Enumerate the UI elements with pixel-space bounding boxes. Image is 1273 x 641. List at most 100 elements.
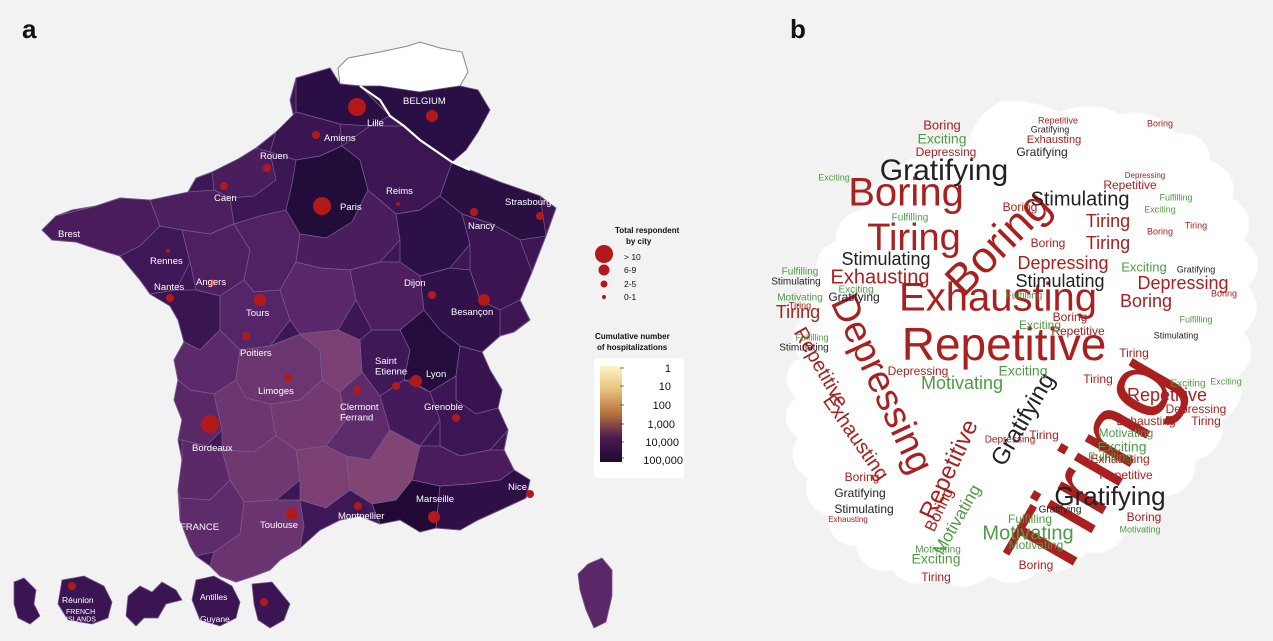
word-cloud-term: Exciting bbox=[1170, 379, 1205, 390]
word-cloud-term: Boring bbox=[1053, 310, 1088, 324]
word-cloud-term: Fulfilling bbox=[1008, 512, 1052, 526]
word-cloud-term: Motivating bbox=[1099, 426, 1154, 440]
city-label-tours: Tours bbox=[246, 308, 269, 319]
word-cloud-term: Fulfilling bbox=[1006, 291, 1043, 302]
respondent-marker bbox=[220, 182, 228, 190]
word-cloud-term: Repetitive bbox=[1127, 385, 1207, 405]
respondent-marker bbox=[470, 208, 478, 216]
border-line bbox=[359, 85, 471, 172]
respondent-marker bbox=[313, 197, 331, 215]
word-cloud-term: Repetitive bbox=[902, 318, 1107, 370]
word-cloud-term: Exhausting bbox=[1027, 134, 1081, 146]
respondent-marker bbox=[478, 294, 490, 306]
city-label-nantes: Nantes bbox=[154, 282, 184, 293]
legend-item-label: > 10 bbox=[624, 252, 641, 262]
word-cloud-term: Motivating bbox=[982, 522, 1073, 544]
word-cloud-term: Depressing bbox=[1125, 171, 1165, 180]
word-cloud-term: Stimulating bbox=[1015, 271, 1104, 291]
word-cloud-term: Exciting bbox=[1019, 318, 1061, 332]
word-cloud-term: Depressing bbox=[1166, 402, 1227, 416]
word-cloud-term: Tiring bbox=[776, 302, 820, 322]
word-cloud-term: Repetitive bbox=[1099, 468, 1153, 482]
color-scale-ticks bbox=[620, 367, 624, 459]
word-cloud-term: Gratifying bbox=[1016, 145, 1067, 159]
word-cloud-term: Stimulating bbox=[1154, 330, 1199, 340]
respondent-marker bbox=[260, 598, 268, 606]
word-cloud-term: Exciting bbox=[1144, 204, 1176, 214]
legend-item-label: 2-5 bbox=[624, 279, 637, 289]
word-cloud-term: Tiring bbox=[867, 217, 961, 259]
respondent-marker bbox=[354, 502, 362, 510]
city-label-lille: Lille bbox=[367, 118, 384, 129]
overseas-label-reunion: Réunion bbox=[62, 595, 94, 605]
city-label-nancy: Nancy bbox=[468, 221, 495, 232]
city-label-rennes: Rennes bbox=[150, 256, 183, 267]
word-cloud-term: Stimulating bbox=[779, 343, 828, 354]
country-label-france: FRANCE bbox=[180, 522, 219, 533]
word-cloud-term: Tiring bbox=[1029, 428, 1059, 442]
word-cloud-term: Exciting bbox=[1210, 376, 1242, 386]
word-cloud-term: Gratifying bbox=[834, 486, 885, 500]
respondent-marker bbox=[428, 511, 440, 523]
word-cloud-star-shape bbox=[785, 101, 1259, 587]
city-label-brest: Brest bbox=[58, 229, 81, 240]
word-cloud-term: Fulfilling bbox=[892, 213, 929, 224]
respondent-marker bbox=[286, 508, 298, 520]
word-cloud-term: Stimulating bbox=[1031, 188, 1130, 210]
legend-item-label: 0-1 bbox=[624, 292, 637, 302]
color-scale-tick-label: 10,000 bbox=[645, 437, 679, 449]
word-cloud-term: Motivating bbox=[777, 293, 823, 304]
word-cloud-term: Tiring bbox=[1191, 414, 1221, 428]
respondent-marker bbox=[426, 110, 438, 122]
word-cloud-term: Exciting bbox=[998, 363, 1047, 379]
respondent-marker bbox=[348, 98, 366, 116]
city-label-strasbourg: Strasbourg bbox=[505, 197, 551, 208]
legend-marker-small bbox=[600, 280, 608, 288]
map-regions bbox=[41, 67, 547, 583]
word-cloud-term: Tiring bbox=[1119, 346, 1149, 360]
overseas-label-guyane: Guyane bbox=[200, 614, 230, 624]
respondent-marker bbox=[242, 332, 250, 340]
word-cloud-term: Repetitive bbox=[1103, 178, 1157, 192]
word-cloud-term: Gratifying bbox=[1054, 481, 1165, 511]
respondent-markers bbox=[68, 98, 544, 606]
legend-marker-large bbox=[595, 245, 613, 263]
word-cloud-term: Tiring bbox=[1185, 220, 1207, 230]
word-cloud-term: Boring bbox=[1019, 558, 1054, 572]
respondent-marker bbox=[396, 202, 400, 206]
word-cloud-term: Stimulating bbox=[841, 249, 930, 269]
word-cloud-term: Exhausting bbox=[831, 266, 930, 288]
word-cloud-term: Boring bbox=[1211, 288, 1237, 298]
word-cloud-term: Tiring bbox=[789, 300, 811, 310]
respondent-legend-title-2: by city bbox=[626, 237, 652, 246]
word-cloud-term: Boring bbox=[1147, 226, 1173, 236]
panel-letter-a: a bbox=[22, 14, 37, 44]
word-cloud-term: Exhausting bbox=[1090, 452, 1149, 466]
word-cloud-term: Depressing bbox=[1137, 273, 1228, 293]
word-cloud-term: Stimulating bbox=[834, 502, 893, 516]
word-cloud-term: Depressing bbox=[916, 145, 977, 159]
respondent-marker bbox=[208, 279, 216, 287]
city-label-angers: Angers bbox=[196, 277, 226, 288]
city-label-lyon: Lyon bbox=[426, 369, 446, 380]
word-cloud-term: Exciting bbox=[1121, 259, 1167, 274]
city-labels: Lille Amiens Rouen Caen Paris Reims Stra… bbox=[58, 96, 551, 624]
city-label-besancon: Besançon bbox=[451, 307, 493, 318]
hosp-legend-title-1: Cumulative number bbox=[595, 332, 670, 341]
city-label-caen: Caen bbox=[214, 193, 237, 204]
respondent-marker bbox=[410, 375, 422, 387]
city-label-toulouse: Toulouse bbox=[260, 520, 298, 531]
word-cloud-term: Depressing bbox=[1017, 253, 1108, 273]
respondent-marker bbox=[452, 414, 460, 422]
word-cloud-term: Exciting bbox=[1097, 439, 1146, 455]
color-scale-tick-label: 100 bbox=[653, 400, 671, 412]
respondent-marker bbox=[428, 291, 436, 299]
word-cloud-term: Motivating bbox=[921, 373, 1003, 393]
word-cloud-term: Gratifying bbox=[1177, 264, 1216, 274]
color-scale-bar bbox=[600, 366, 622, 462]
word-cloud-term: Boring bbox=[1031, 236, 1066, 250]
